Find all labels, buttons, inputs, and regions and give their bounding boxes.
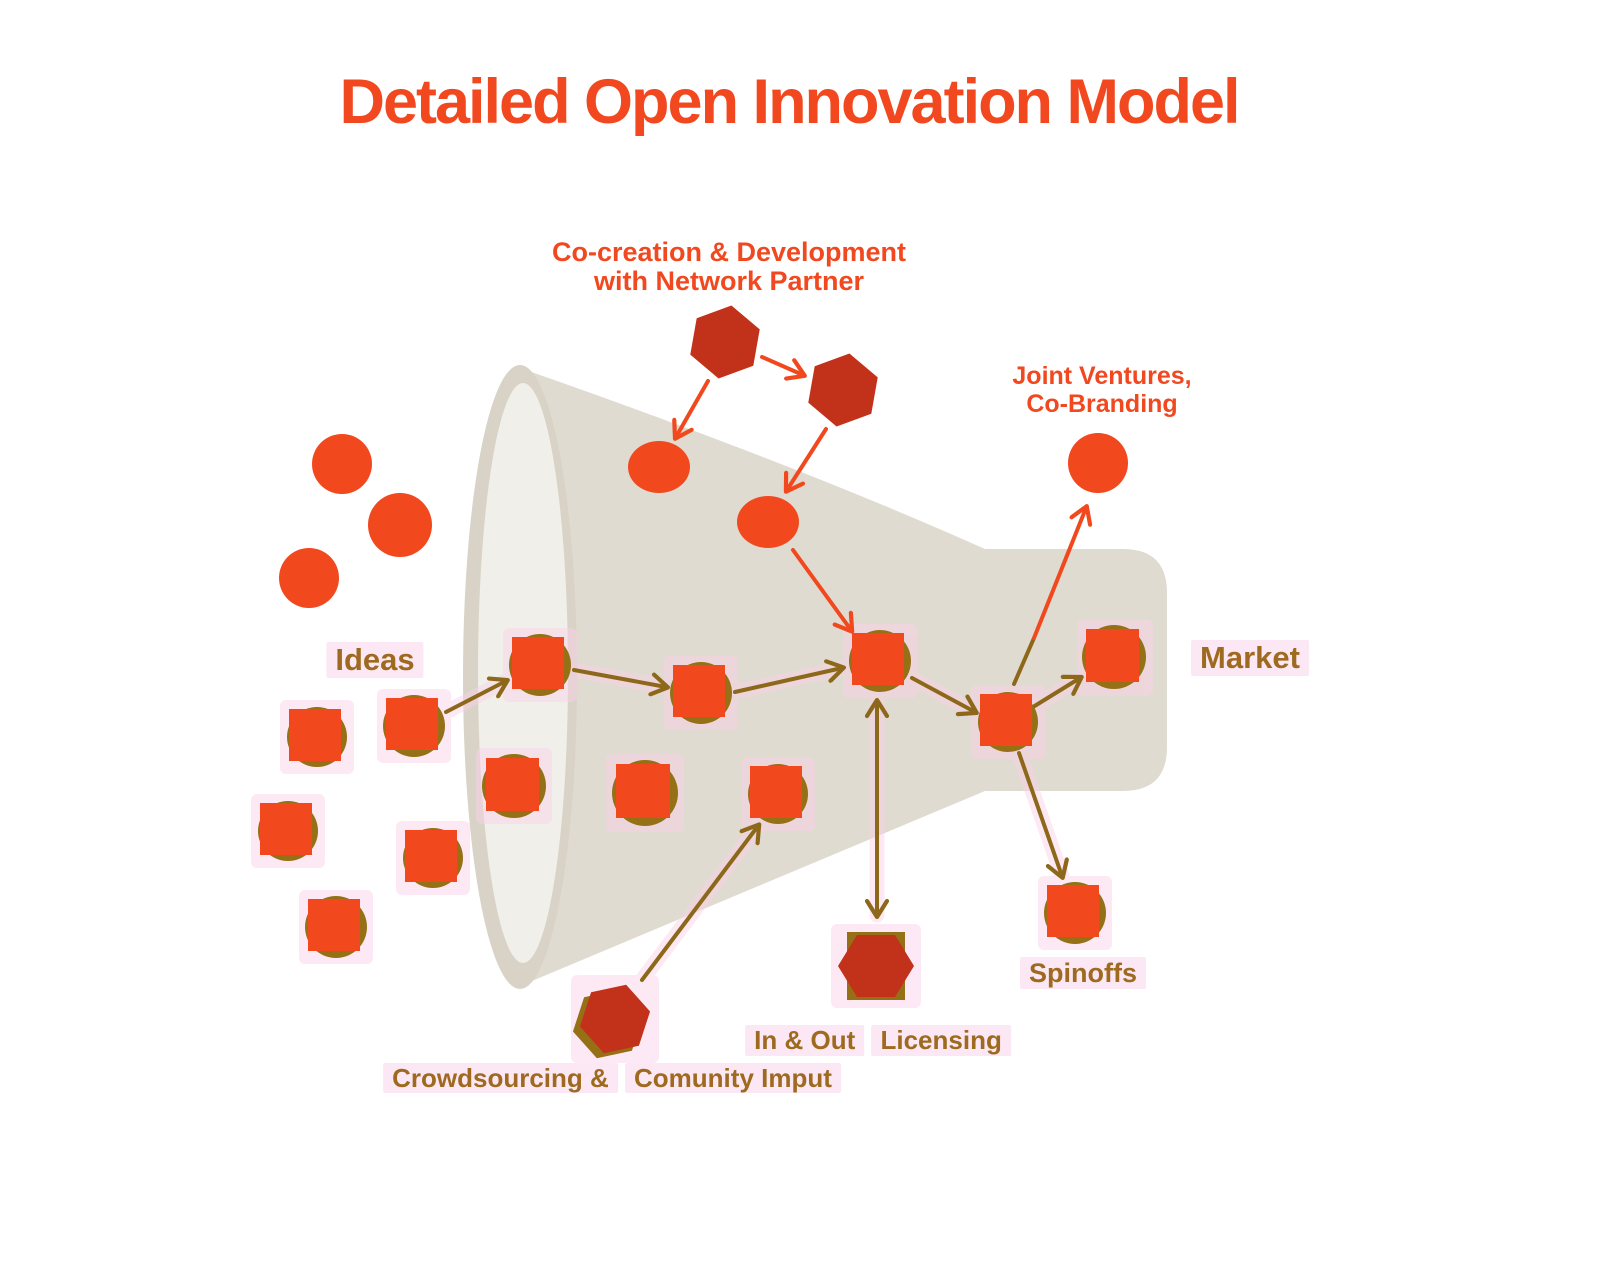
idea-node [305, 896, 367, 958]
arrow-stage3-to-stage4 [910, 676, 975, 712]
network-partner-hexagon-icon [808, 353, 878, 427]
arrow-stage1-to-stage2 [572, 668, 666, 687]
label-spinoffs: Spinoffs [1020, 957, 1146, 989]
label-joint-ventures: Joint Ventures, Co-Branding [1012, 362, 1191, 418]
idea-nodes-olive-backed [258, 625, 1146, 958]
label-ideas: Ideas [326, 642, 424, 678]
arrow-stage4-to-market [1031, 678, 1080, 709]
arrow-joint-ventures-olive-stub [1012, 636, 1036, 686]
idea-circle [737, 496, 799, 548]
hexagons [572, 305, 914, 1059]
joint-ventures-circle [1068, 433, 1128, 493]
label-in-out-licensing: In & Out Licensing [745, 1025, 1011, 1056]
spinoffs-circle [1044, 882, 1106, 944]
olive-flow-arrows [444, 636, 1080, 982]
label-co-creation: Co-creation & Development with Network P… [552, 238, 906, 296]
label-joint-ventures-line1: Joint Ventures, [1012, 362, 1192, 390]
idea-circle [628, 441, 690, 493]
idea-circle [279, 548, 339, 608]
page-title: Detailed Open Innovation Model [339, 67, 1240, 137]
idea-circle [312, 434, 372, 494]
crowdsourcing-hexagon-icon [572, 984, 651, 1059]
arrow-to-joint-ventures [1032, 508, 1086, 640]
funnel-stage-node [670, 662, 732, 724]
label-crowdsourcing-line2: Comunity Imput [625, 1063, 841, 1093]
label-crowdsourcing-line1: Crowdsourcing & [383, 1063, 618, 1093]
market-circle [1082, 625, 1146, 689]
label-crowdsourcing: Crowdsourcing & Comunity Imput [383, 1063, 841, 1093]
label-in-out-line1: In & Out [745, 1025, 865, 1056]
label-co-creation-line2: with Network Partner [593, 266, 865, 296]
funnel-stage-node [482, 754, 546, 818]
label-joint-ventures-line2: Co-Branding [1026, 390, 1178, 418]
funnel-stage-node [978, 692, 1038, 752]
arrow-stage2-to-stage3 [733, 668, 842, 694]
idea-circles-plain [279, 433, 1128, 608]
funnel-stage-node [748, 764, 808, 824]
network-partner-hexagon-icon [690, 305, 760, 379]
funnel-stage-node [509, 634, 571, 696]
idea-node [403, 828, 463, 888]
idea-node [383, 695, 445, 757]
funnel-stage-node [849, 630, 911, 692]
arrow-hexagon-to-hexagon [760, 355, 803, 375]
arrow-network-partner-to-funnel [676, 379, 710, 437]
arrow-crowdsourcing-to-funnel [640, 826, 758, 982]
idea-node [258, 801, 318, 861]
label-market: Market [1191, 640, 1309, 676]
funnel-stage-node [612, 760, 678, 826]
label-co-creation-line1: Co-creation & Development [551, 237, 907, 267]
arrow-codev-to-stage3 [791, 548, 851, 630]
arrow-ideas-into-funnel [444, 681, 506, 714]
in-out-licensing-hexagon-icon [838, 932, 914, 1000]
funnel-body [470, 368, 1168, 986]
label-in-out-line2: Licensing [871, 1025, 1011, 1056]
idea-node [287, 707, 347, 767]
red-flow-arrows [676, 355, 1086, 640]
arrow-to-spinoffs [1017, 751, 1062, 876]
idea-circle [368, 493, 432, 557]
arrow-hexagon-to-circle [787, 427, 828, 490]
